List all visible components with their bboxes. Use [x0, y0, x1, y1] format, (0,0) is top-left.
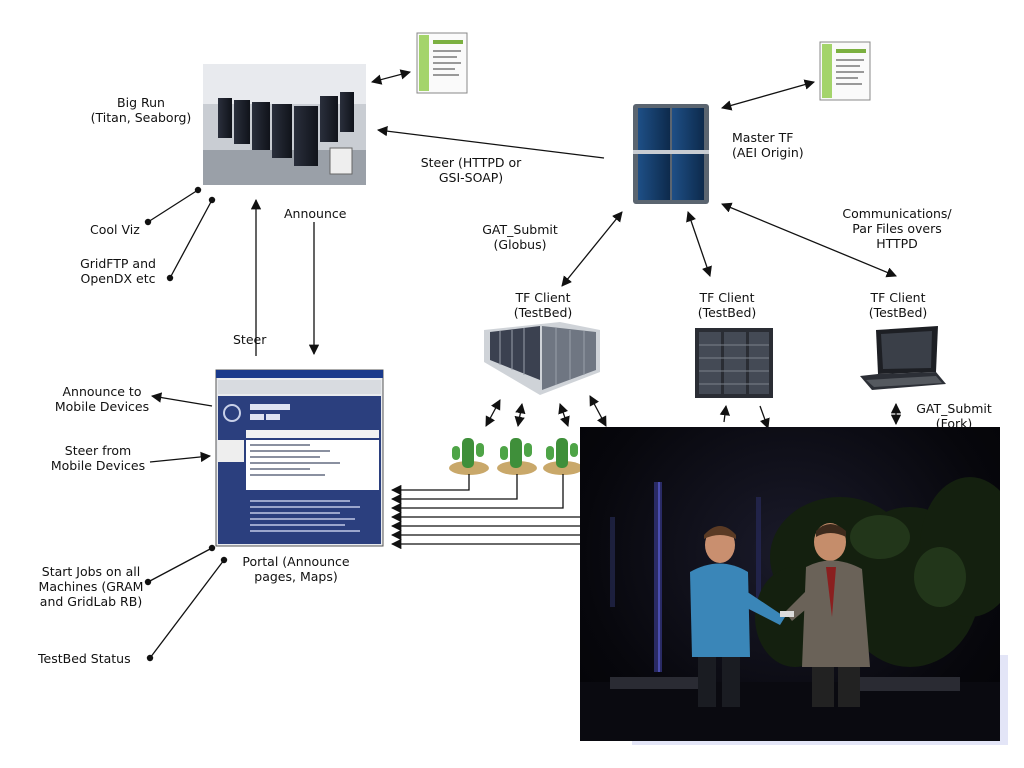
- label-communications: Communications/ Par Files overs HTTPD: [842, 206, 952, 251]
- supercomputer-room-photo: [203, 64, 366, 185]
- person-left: [690, 526, 785, 707]
- label-steer: Steer: [233, 332, 267, 347]
- label-master-tf: Master TF (AEI Origin): [732, 130, 804, 160]
- label-cool-viz: Cool Viz: [90, 222, 140, 237]
- award-presentation-photo: [580, 427, 1000, 741]
- cactus-logo-icon: [497, 438, 537, 475]
- rack-cluster-icon: [484, 322, 600, 395]
- portal-browser-window: [215, 369, 384, 547]
- label-announce: Announce: [284, 206, 347, 221]
- label-start-jobs: Start Jobs on all Machines (GRAM and Gri…: [38, 564, 144, 609]
- cactus-logo-icon: [543, 438, 583, 475]
- label-gridftp: GridFTP and OpenDX etc: [80, 256, 156, 286]
- person-right: [785, 523, 870, 707]
- label-tf-client-2: TF Client (TestBed): [697, 290, 757, 320]
- label-announce-mobile: Announce to Mobile Devices: [54, 384, 150, 414]
- blue-server-tower-icon: [633, 104, 709, 204]
- rack-server-icon: [695, 328, 773, 398]
- cactus-logo-icon: [449, 438, 489, 475]
- label-tf-client-1: TF Client (TestBed): [513, 290, 573, 320]
- label-portal: Portal (Announce pages, Maps): [242, 554, 350, 584]
- label-steer-httpd: Steer (HTTPD or GSI-SOAP): [420, 155, 522, 185]
- label-tf-client-3: TF Client (TestBed): [868, 290, 928, 320]
- laptop-icon: [860, 326, 946, 390]
- label-big-run: Big Run (Titan, Seaborg): [90, 95, 192, 125]
- label-steer-mobile: Steer from Mobile Devices: [50, 443, 146, 473]
- label-gat-submit-globus: GAT_Submit (Globus): [482, 222, 558, 252]
- connector-dots: [144, 186, 228, 662]
- connectors: [147, 69, 902, 659]
- web-page-thumbnail-icon: [416, 32, 468, 94]
- label-testbed-status: TestBed Status: [38, 651, 131, 666]
- web-page-thumbnail-icon: [819, 41, 871, 101]
